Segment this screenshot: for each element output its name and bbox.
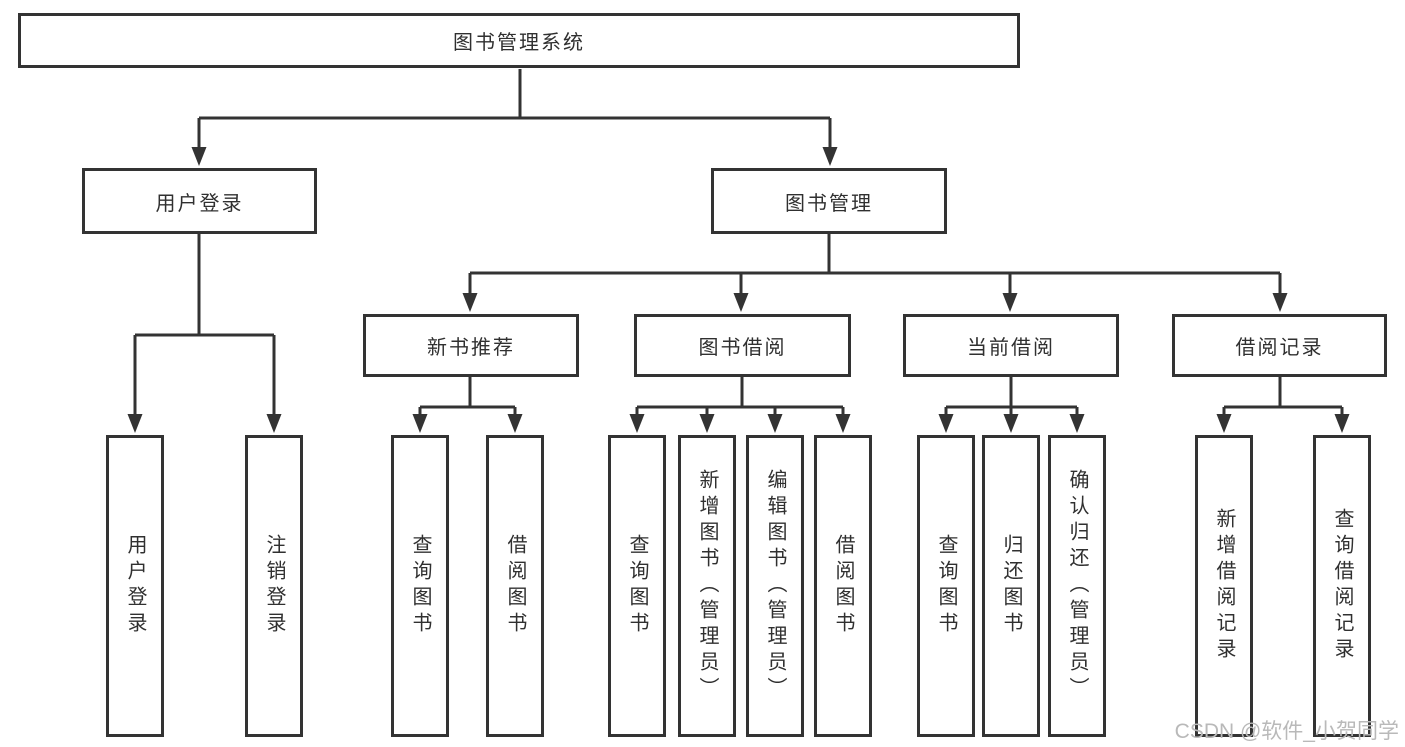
arrow-down-icon xyxy=(822,147,838,166)
node-label: 查询图书 xyxy=(935,534,957,638)
arrow-down-icon xyxy=(462,293,478,312)
leaf-node-query-books-borrowing: 查询图书 xyxy=(608,435,666,737)
arrow-down-icon xyxy=(191,147,207,166)
arrow-down-icon xyxy=(1216,414,1232,433)
leaf-node-query-books-current: 查询图书 xyxy=(917,435,975,737)
leaf-node-logout: 注销登录 xyxy=(245,435,303,737)
leaf-node-query-books-recommend: 查询图书 xyxy=(391,435,449,737)
leaf-node-query-borrow-record: 查询借阅记录 xyxy=(1313,435,1371,737)
leaf-node-confirm-return-admin: 确认归还（管理员） xyxy=(1048,435,1106,737)
node-label: 新增借阅记录 xyxy=(1213,508,1235,664)
leaf-node-user-login: 用户登录 xyxy=(106,435,164,737)
leaf-node-borrow-books-borrowing: 借阅图书 xyxy=(814,435,872,737)
leaf-node-borrow-books-recommend: 借阅图书 xyxy=(486,435,544,737)
node-label: 用户登录 xyxy=(124,534,146,638)
node-label: 查询借阅记录 xyxy=(1331,508,1353,664)
node-label: 图书管理 xyxy=(785,192,873,215)
arrow-down-icon xyxy=(507,414,523,433)
node-book-management: 图书管理 xyxy=(711,168,947,234)
node-label: 借阅记录 xyxy=(1235,337,1324,359)
leaf-node-edit-books-admin: 编辑图书（管理员） xyxy=(746,435,804,737)
leaf-node-return-books: 归还图书 xyxy=(982,435,1040,737)
arrow-down-icon xyxy=(835,414,851,433)
node-book-borrowing: 图书借阅 xyxy=(634,314,851,377)
leaf-node-add-books-admin: 新增图书（管理员） xyxy=(678,435,736,737)
node-label: 编辑图书（管理员） xyxy=(764,469,786,703)
node-label: 归还图书 xyxy=(1000,534,1022,638)
node-label: 图书借阅 xyxy=(698,337,787,359)
node-label: 注销登录 xyxy=(263,534,285,638)
node-label: 确认归还（管理员） xyxy=(1066,469,1088,703)
arrow-down-icon xyxy=(1003,414,1019,433)
csdn-watermark: CSDN @软件_小贺同学 xyxy=(1174,720,1399,743)
arrow-down-icon xyxy=(1069,414,1085,433)
node-label: 借阅图书 xyxy=(832,534,854,638)
node-library-management-system: 图书管理系统 xyxy=(18,13,1020,68)
node-label: 借阅图书 xyxy=(504,534,526,638)
node-user-login: 用户登录 xyxy=(82,168,317,234)
node-label: 用户登录 xyxy=(155,192,244,215)
arrow-down-icon xyxy=(699,414,715,433)
arrow-down-icon xyxy=(1002,293,1018,312)
arrow-down-icon xyxy=(767,414,783,433)
node-borrowing-records: 借阅记录 xyxy=(1172,314,1387,377)
node-label: 新书推荐 xyxy=(427,337,515,359)
arrow-down-icon xyxy=(938,414,954,433)
node-label: 查询图书 xyxy=(409,534,431,638)
arrow-down-icon xyxy=(733,293,749,312)
node-label: 查询图书 xyxy=(626,534,648,638)
arrow-down-icon xyxy=(629,414,645,433)
node-current-borrowing: 当前借阅 xyxy=(903,314,1119,377)
arrow-down-icon xyxy=(266,414,282,433)
arrow-down-icon xyxy=(127,414,143,433)
arrow-down-icon xyxy=(1334,414,1350,433)
node-label: 新增图书（管理员） xyxy=(696,469,718,703)
leaf-node-add-borrow-record: 新增借阅记录 xyxy=(1195,435,1253,737)
node-new-book-recommendation: 新书推荐 xyxy=(363,314,579,377)
node-label: 图书管理系统 xyxy=(453,32,585,54)
node-label: 当前借阅 xyxy=(967,337,1055,359)
arrow-down-icon xyxy=(1272,293,1288,312)
arrow-down-icon xyxy=(412,414,428,433)
